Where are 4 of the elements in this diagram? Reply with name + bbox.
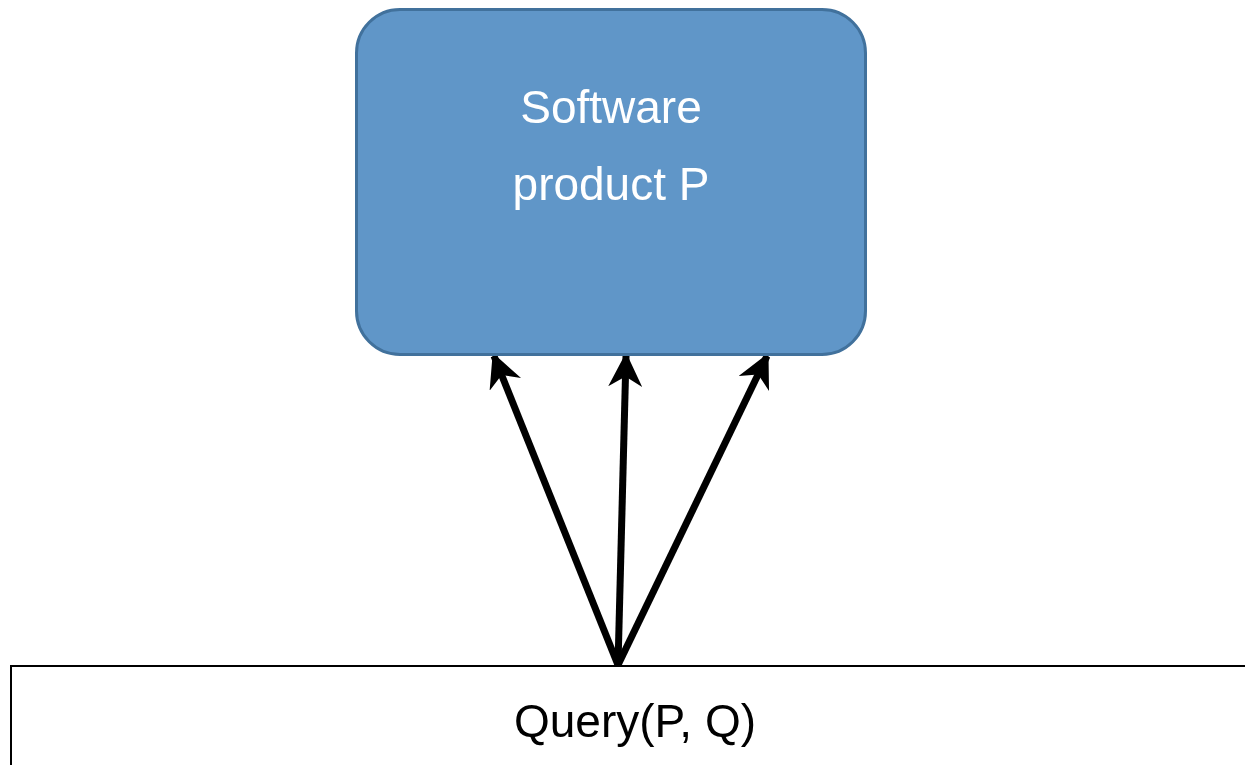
process-box [355, 8, 867, 356]
node-label: Software product P [511, 80, 711, 212]
node-label: Query(P, Q) [514, 694, 756, 749]
query-box [10, 665, 1245, 765]
